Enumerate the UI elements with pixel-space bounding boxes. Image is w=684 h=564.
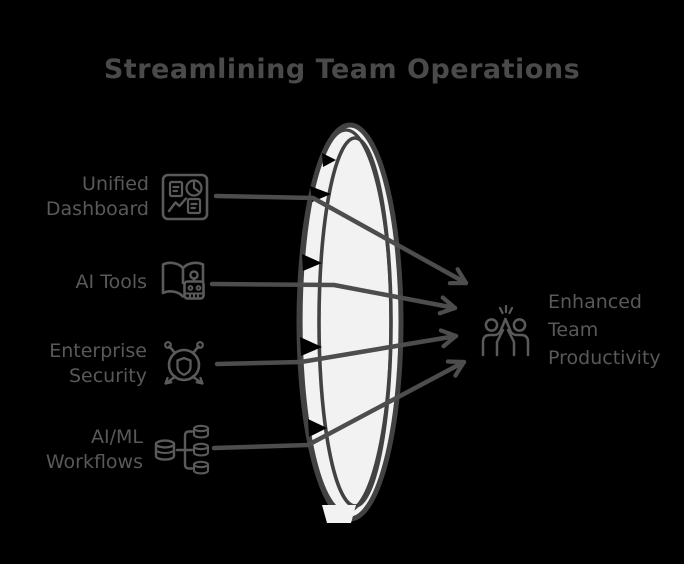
input-item-aiml-workflows: AI/ML Workflows bbox=[0, 418, 212, 482]
output-item-enhanced-team-productivity: Enhanced Team Productivity bbox=[475, 288, 661, 372]
output-label: Enhanced Team Productivity bbox=[548, 291, 661, 369]
input-item-ai-tools: AI Tools bbox=[0, 250, 212, 314]
data-pipeline-icon bbox=[152, 422, 212, 478]
team-highfive-icon bbox=[475, 299, 535, 361]
arrow-enterprise-security bbox=[214, 328, 459, 367]
input-label: Unified Dashboard bbox=[45, 173, 149, 220]
ai-book-robot-icon bbox=[156, 253, 212, 311]
focus-arrows bbox=[209, 193, 469, 451]
arrow-aiml-workflows bbox=[211, 359, 467, 451]
network-shield-icon bbox=[156, 336, 212, 392]
dashboard-icon bbox=[158, 170, 212, 224]
input-label: Enterprise Security bbox=[49, 340, 147, 387]
arrow-unified-dashboard bbox=[213, 193, 469, 286]
lens-sketch-overflow bbox=[322, 505, 356, 523]
lens-sketch-notches bbox=[300, 153, 336, 437]
input-label: AI/ML Workflows bbox=[45, 426, 143, 473]
focusing-lens bbox=[296, 122, 404, 523]
input-label: AI Tools bbox=[75, 270, 147, 293]
diagram-title: Streamlining Team Operations bbox=[103, 54, 581, 85]
arrow-ai-tools bbox=[209, 281, 458, 316]
input-item-enterprise-security: Enterprise Security bbox=[0, 332, 212, 396]
input-item-unified-dashboard: Unified Dashboard bbox=[0, 165, 212, 229]
